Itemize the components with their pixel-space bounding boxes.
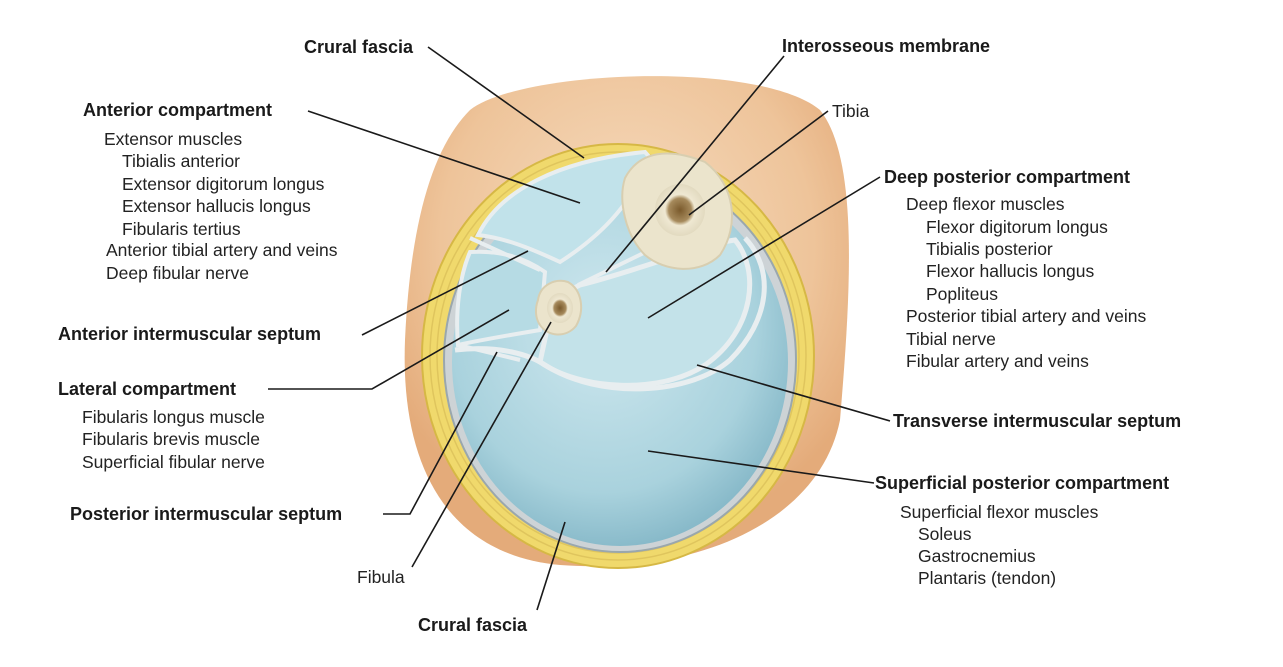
label-crural-fascia-top: Crural fascia: [304, 37, 414, 57]
superficial-posterior-item: Superficial flexor muscles: [900, 502, 1099, 522]
leader-fibula: [411, 321, 552, 568]
anterior-item: Extensor digitorum longus: [122, 174, 325, 194]
label-lateral-compartment: Lateral compartment: [58, 379, 237, 399]
leader-interosseous-membrane: [605, 55, 785, 273]
fibula-marrow: [547, 293, 573, 323]
deep-posterior-item: Deep flexor muscles: [906, 194, 1065, 214]
leader-tibia: [688, 110, 829, 216]
leader-posterior-septum: [383, 351, 498, 515]
lateral-item: Superficial fibular nerve: [82, 452, 265, 472]
deep-posterior-item: Tibialis posterior: [926, 239, 1053, 259]
tibia-marrow: [655, 184, 705, 236]
superficial-posterior-item: Plantaris (tendon): [918, 568, 1057, 588]
deep-posterior-item: Flexor hallucis longus: [926, 261, 1095, 281]
anterior-item: Deep fibular nerve: [106, 263, 249, 283]
leader-lines: [268, 46, 891, 611]
leader-anterior-septum: [361, 250, 529, 336]
lateral-item: Fibularis longus muscle: [82, 407, 265, 427]
anterior-item: Anterior tibial artery and veins: [106, 240, 338, 260]
deep-posterior-item: Tibial nerve: [906, 329, 996, 349]
leader-lateral-compartment: [268, 309, 510, 390]
anterior-item: Extensor hallucis longus: [122, 196, 311, 216]
leader-crural-fascia-top: [427, 46, 585, 159]
label-anterior-compartment: Anterior compartment: [83, 100, 273, 120]
leader-superficial-posterior: [647, 450, 875, 484]
deep-posterior-item: Popliteus: [926, 284, 998, 304]
label-anterior-intermuscular-septum: Anterior intermuscular septum: [58, 324, 322, 344]
label-superficial-posterior-compartment: Superficial posterior compartment: [875, 473, 1170, 493]
anterior-item: Fibularis tertius: [122, 219, 241, 239]
posterior-septum-line: [457, 343, 521, 362]
anterior-septum-line: [469, 236, 541, 272]
anterior-item: Tibialis anterior: [122, 151, 241, 171]
leader-deep-posterior: [647, 176, 881, 319]
leader-crural-fascia-bottom: [536, 521, 566, 611]
lateral-item: Fibularis brevis muscle: [82, 429, 260, 449]
label-crural-fascia-bottom: Crural fascia: [418, 615, 528, 635]
label-fibula: Fibula: [357, 567, 405, 587]
label-posterior-intermuscular-septum: Posterior intermuscular septum: [70, 504, 343, 524]
deep-posterior-item: Posterior tibial artery and veins: [906, 306, 1147, 326]
label-tibia: Tibia: [832, 101, 870, 121]
deep-posterior-item: Fibular artery and veins: [906, 351, 1089, 371]
label-transverse-intermuscular-septum: Transverse intermuscular septum: [893, 411, 1182, 431]
deep-posterior-item: Flexor digitorum longus: [926, 217, 1108, 237]
label-interosseous-membrane: Interosseous membrane: [782, 36, 991, 56]
transverse-septum: [454, 236, 767, 392]
superficial-posterior-item: Gastrocnemius: [918, 546, 1036, 566]
leader-transverse-septum: [696, 364, 891, 422]
anterior-item: Extensor muscles: [104, 129, 243, 149]
label-deep-posterior-compartment: Deep posterior compartment: [884, 167, 1131, 187]
superficial-posterior-item: Soleus: [918, 524, 972, 544]
leader-anterior-compartment: [307, 110, 581, 204]
